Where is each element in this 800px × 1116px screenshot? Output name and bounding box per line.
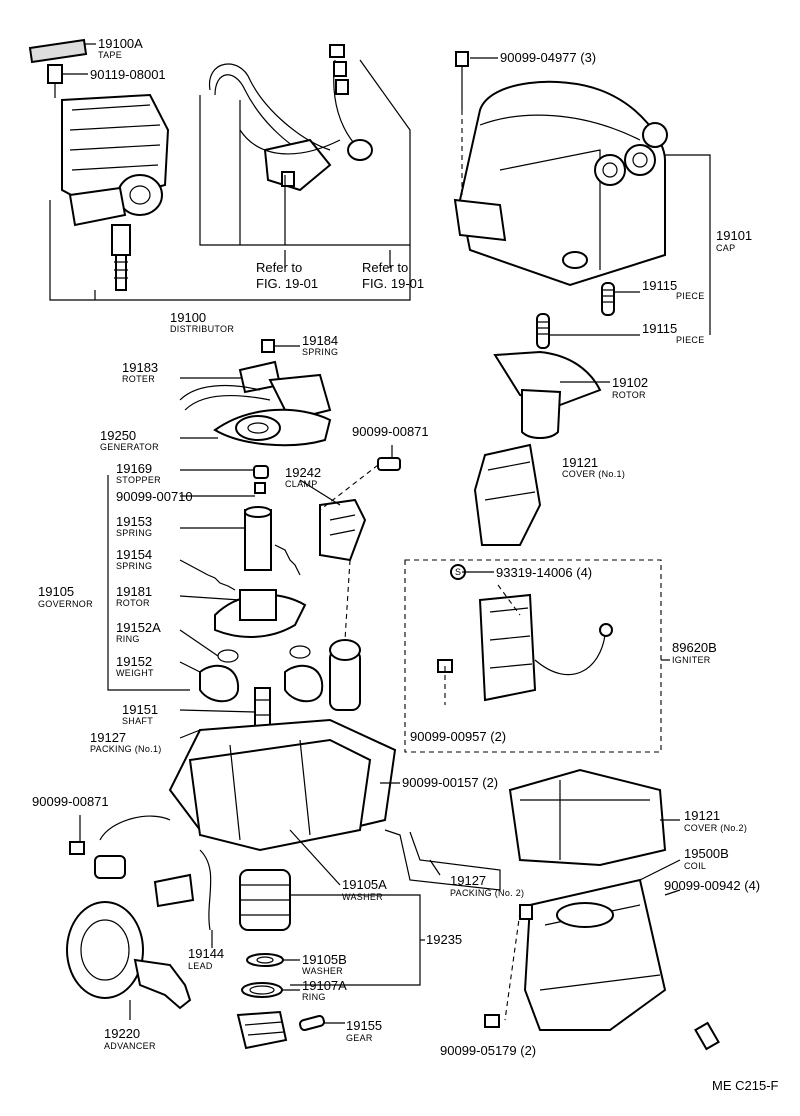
label-90099-05179-number: 90099-05179 (2): [440, 1043, 536, 1058]
governor-drawing: [199, 465, 324, 703]
tape-drawing: [28, 38, 88, 64]
cover-no1-drawing: [473, 443, 542, 546]
label-19152-number: 19152: [116, 654, 152, 669]
label-19242-number: 19242: [285, 465, 321, 480]
label-19105B-name: WASHER: [302, 966, 343, 976]
label-19127-packing1-name: PACKING (No.1): [90, 744, 162, 754]
leader-lines: [49, 43, 711, 1024]
label-19500B-name: COIL: [684, 861, 706, 871]
label-19169-number: 19169: [116, 461, 152, 476]
label-19115-lower-number: 19115: [642, 321, 677, 336]
wire-harness-drawing: [209, 44, 373, 192]
label-19144-name: LEAD: [188, 961, 213, 971]
label-19101-number: 19101: [716, 228, 752, 243]
label-19100-number: 19100: [170, 310, 206, 325]
igniter-drawing: [404, 559, 662, 753]
label-89620B-number: 89620B: [672, 640, 717, 655]
refer-left-line2: FIG. 19-01: [256, 276, 318, 291]
label-90099-00942-number: 90099-00942 (4): [664, 878, 760, 893]
rotor-drawing: [493, 350, 602, 439]
label-19105A-number: 19105A: [342, 877, 387, 892]
cover-no2-drawing: [508, 768, 667, 867]
label-19250-number: 19250: [100, 428, 136, 443]
label-19102-name: ROTOR: [612, 390, 646, 400]
clamp-drawing: [319, 457, 401, 562]
label-19115-upper-number: 19115: [642, 278, 677, 293]
packing-no2-drawing: [384, 829, 501, 891]
label-19155-name: GEAR: [346, 1033, 373, 1043]
label-19105-number: 19105: [38, 584, 74, 599]
label-90099-00871-top-number: 90099-00871: [352, 424, 429, 439]
label-19115-lower-name: PIECE: [676, 335, 705, 345]
label-19235-number: 19235: [426, 932, 462, 947]
label-89620B-name: IGNITER: [672, 655, 711, 665]
generator-roter-drawing: [179, 339, 332, 447]
label-19105B-number: 19105B: [302, 952, 347, 967]
label-19127-packing1-number: 19127: [90, 730, 126, 745]
callout-labels: 19100A TAPE 90119-08001 Refer to FIG. 19…: [32, 36, 779, 1093]
cap-pieces-drawing: [536, 282, 615, 349]
label-19154-number: 19154: [116, 547, 152, 562]
refer-left-line1: Refer to: [256, 260, 302, 275]
label-19250-name: GENERATOR: [100, 442, 159, 452]
label-19107A-number: 19107A: [302, 978, 347, 993]
label-90099-04977-number: 90099-04977 (3): [500, 50, 596, 65]
label-19220-name: ADVANCER: [104, 1041, 156, 1051]
label-90099-00157-number: 90099-00157 (2): [402, 775, 498, 790]
label-19153-number: 19153: [116, 514, 152, 529]
label-19242-name: CLAMP: [285, 479, 318, 489]
label-19153-name: SPRING: [116, 528, 152, 538]
label-19152A-name: RING: [116, 634, 140, 644]
label-19127-packing2-name: PACKING (No. 2): [450, 888, 524, 898]
label-19183-name: ROTER: [122, 374, 155, 384]
distributor-cap-drawing: [453, 51, 668, 287]
label-90099-00710-number: 90099-00710: [116, 489, 193, 504]
label-93319-14006-mark: S: [455, 567, 461, 577]
label-19100A-number: 19100A: [98, 36, 143, 51]
label-19154-name: SPRING: [116, 561, 152, 571]
label-19500B-number: 19500B: [684, 846, 729, 861]
label-19181-name: ROTOR: [116, 598, 150, 608]
label-19151-name: SHAFT: [122, 716, 153, 726]
label-19105-name: GOVERNOR: [38, 599, 93, 609]
label-19183-number: 19183: [122, 360, 158, 375]
refer-right-line1: Refer to: [362, 260, 408, 275]
label-19151-number: 19151: [122, 702, 158, 717]
label-19105A-name: WASHER: [342, 892, 383, 902]
washers-gear-drawing: [236, 953, 325, 1050]
label-93319-14006-number: 93319-14006 (4): [496, 565, 592, 580]
label-19184-name: SPRING: [302, 347, 338, 357]
label-19155-number: 19155: [346, 1018, 382, 1033]
label-19220-number: 19220: [104, 1026, 140, 1041]
distributor-housing-drawing: [69, 639, 397, 931]
label-19107A-name: RING: [302, 992, 326, 1002]
label-19121-cover2-name: COVER (No.2): [684, 823, 747, 833]
coil-drawing: [484, 878, 720, 1051]
label-19121-cover2-number: 19121: [684, 808, 720, 823]
refer-right-line2: FIG. 19-01: [362, 276, 424, 291]
label-19115-upper-name: PIECE: [676, 291, 705, 301]
label-19181-number: 19181: [116, 584, 152, 599]
label-19152A-number: 19152A: [116, 620, 161, 635]
label-90119-08001-number: 90119-08001: [90, 67, 166, 82]
label-19101-name: CAP: [716, 243, 735, 253]
distributor-assembly-drawing: [47, 64, 170, 291]
label-19102-number: 19102: [612, 375, 648, 390]
document-code: ME C215-F: [712, 1078, 779, 1093]
label-19100-name: DISTRIBUTOR: [170, 324, 234, 334]
label-19169-name: STOPPER: [116, 475, 161, 485]
label-90099-00957-number: 90099-00957 (2): [410, 729, 506, 744]
label-90099-00871-left-number: 90099-00871: [32, 794, 109, 809]
label-19100A-name: TAPE: [98, 50, 122, 60]
label-19152-name: WEIGHT: [116, 668, 154, 678]
label-19127-packing2-number: 19127: [450, 873, 486, 888]
advancer-drawing: [66, 901, 192, 1010]
label-19184-number: 19184: [302, 333, 338, 348]
label-19121-cover1-number: 19121: [562, 455, 598, 470]
label-19121-cover1-name: COVER (No.1): [562, 469, 625, 479]
label-19144-number: 19144: [188, 946, 224, 961]
